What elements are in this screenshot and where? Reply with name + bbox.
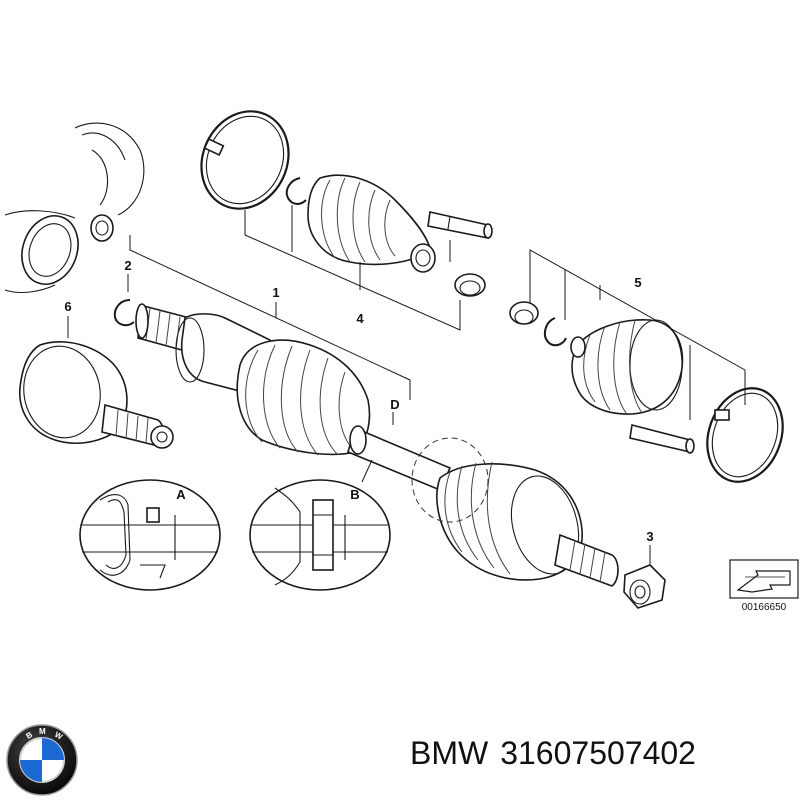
callout-a: A (176, 487, 186, 502)
bmw-logo-icon: B M W (6, 724, 78, 796)
detail-b (249, 479, 391, 591)
callout-b: B (350, 487, 359, 502)
svg-text:M: M (39, 727, 46, 736)
callout-2: 2 (124, 258, 131, 273)
svg-text:W: W (53, 730, 64, 742)
document-number: 00166650 (742, 602, 787, 613)
callout-4: 4 (356, 311, 364, 326)
boot-kit-item-4 (200, 110, 493, 331)
drive-shaft-item-1 (113, 235, 619, 587)
callout-5: 5 (634, 275, 641, 290)
detail-a (79, 479, 221, 591)
callout-6: 6 (64, 299, 71, 314)
part-number: 31607507402 (500, 735, 696, 771)
part-caption: BMW 31607507402 (410, 735, 795, 785)
callout-1: 1 (272, 285, 279, 300)
transmission-housing (4, 122, 145, 294)
brand-name: BMW (410, 735, 489, 771)
boot-kit-item-5 (509, 249, 784, 483)
inner-joint-item-6 (19, 316, 174, 449)
svg-text:B: B (25, 730, 35, 741)
callout-d: D (390, 397, 399, 412)
hex-nut-item-3 (623, 545, 666, 609)
callout-3: 3 (646, 529, 653, 544)
document-reference: 00166650 (729, 559, 799, 613)
